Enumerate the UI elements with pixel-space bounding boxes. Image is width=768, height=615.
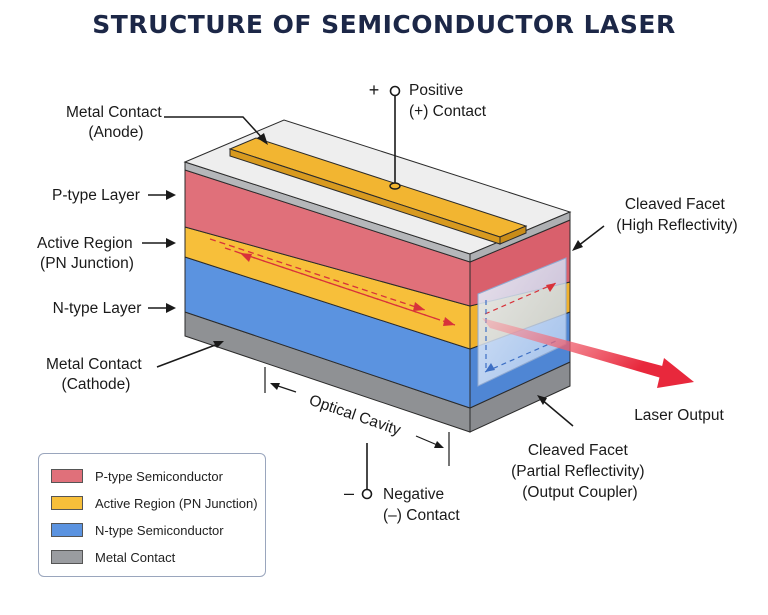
legend-label-metal: Metal Contact xyxy=(95,549,176,565)
cavity-light-arrows xyxy=(209,238,456,326)
anode-strip-end xyxy=(499,225,527,245)
legend-item-active: Active Region (PN Junction) xyxy=(51,495,258,511)
cleaved-facet-partial-label: Cleaved Facet (Partial Reflectivity) (Ou… xyxy=(511,442,649,501)
positive-contact-point xyxy=(389,182,401,190)
facet-arrowhead-red xyxy=(546,283,556,292)
positive-terminal xyxy=(389,85,401,97)
legend-item-p-type: P-type Semiconductor xyxy=(51,468,223,484)
cavity-arrow-left xyxy=(270,383,280,390)
facet-arrowhead-blue xyxy=(485,363,495,372)
legend-swatch-n-type xyxy=(51,523,83,537)
positive-contact-label: Positive (+) Contact xyxy=(409,82,487,120)
cathode-label: Metal Contact (Cathode) xyxy=(46,356,146,393)
facet-reflection-arrows xyxy=(484,282,557,373)
negative-terminal xyxy=(361,488,373,500)
laser-beam xyxy=(482,318,670,380)
negative-sign: – xyxy=(344,483,354,503)
positive-sign: + xyxy=(369,80,380,100)
cleaved-facet-high-label: Cleaved Facet (High Reflectivity) xyxy=(616,196,737,234)
legend-box: P-type Semiconductor Active Region (PN J… xyxy=(38,453,266,577)
n-type-label: N-type Layer xyxy=(53,300,142,317)
cavity-arrowheads xyxy=(240,253,455,326)
diagram-title: STRUCTURE OF SEMICONDUCTOR LASER xyxy=(92,10,676,39)
legend-swatch-metal xyxy=(51,550,83,564)
laser-beam-arrowhead xyxy=(657,358,694,388)
cavity-arrow-right xyxy=(434,441,444,448)
legend-label-p-type: P-type Semiconductor xyxy=(95,468,223,484)
top-metal-edge-right xyxy=(469,211,571,263)
legend-swatch-active xyxy=(51,496,83,510)
p-type-label: P-type Layer xyxy=(52,187,140,204)
legend-item-n-type: N-type Semiconductor xyxy=(51,522,224,538)
negative-contact-label: Negative (–) Contact xyxy=(383,486,460,524)
legend-swatch-p-type xyxy=(51,469,83,483)
legend-item-metal: Metal Contact xyxy=(51,549,175,565)
legend-label-n-type: N-type Semiconductor xyxy=(95,522,224,538)
active-region-label: Active Region (PN Junction) xyxy=(37,235,137,272)
leader-lines xyxy=(142,116,605,427)
anode-label: Metal Contact (Anode) xyxy=(66,104,166,141)
leader-arrowheads xyxy=(166,133,583,405)
laser-output-label: Laser Output xyxy=(634,407,724,424)
legend-label-active: Active Region (PN Junction) xyxy=(95,495,258,511)
